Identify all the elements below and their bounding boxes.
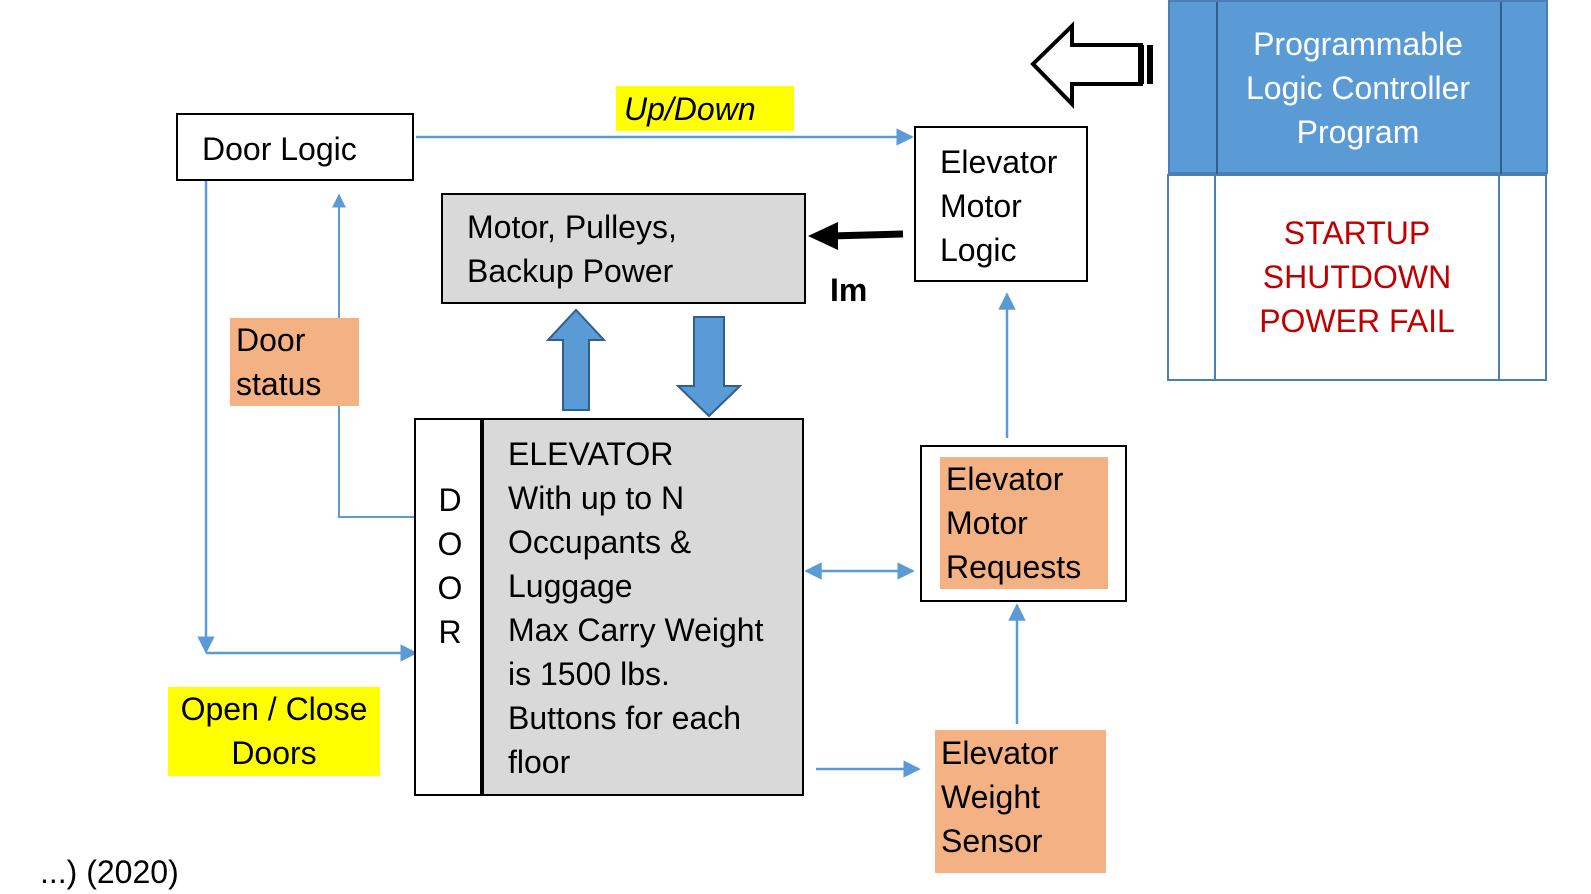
elevator-line-4: Luggage bbox=[508, 568, 633, 604]
motor-requests-line-3: Requests bbox=[946, 549, 1082, 585]
door-panel: D O O R bbox=[414, 418, 482, 796]
plc-program-header: Programmable Logic Controller Program bbox=[1168, 0, 1548, 176]
elevator-line-8: floor bbox=[508, 744, 571, 780]
weight-sensor-line-1: Elevator bbox=[941, 735, 1059, 771]
door-letter-o1: O bbox=[437, 526, 463, 562]
motor-logic-to-motor-arrow bbox=[829, 230, 904, 240]
door-letter-o2: O bbox=[437, 570, 463, 606]
motor-pulleys-line-2: Backup Power bbox=[467, 253, 674, 289]
door-status-arrow bbox=[332, 193, 414, 518]
plc-header-divider-left bbox=[1216, 2, 1218, 176]
motor-logic-line-3: Logic bbox=[940, 232, 1017, 268]
open-close-line-1: Open / Close bbox=[180, 691, 368, 727]
plc-mode-power-fail: POWER FAIL bbox=[1259, 303, 1455, 339]
cut-off-caption-text: ...) (2020) bbox=[40, 854, 179, 890]
plc-header-line-1: Programmable bbox=[1253, 26, 1463, 62]
motor-pulleys-line-1: Motor, Pulleys, bbox=[467, 209, 677, 245]
plc-header-divider-right bbox=[1500, 2, 1502, 176]
block-arrow-down bbox=[675, 316, 743, 418]
motor-requests-line-1: Elevator bbox=[946, 461, 1064, 497]
elevator-line-7: Buttons for each bbox=[508, 700, 742, 736]
door-status-line-2: status bbox=[236, 366, 322, 402]
plc-body-divider-left bbox=[1214, 176, 1216, 379]
cut-off-caption: ...) (2020) bbox=[40, 850, 179, 894]
elevator-motor-logic-box: Elevator Motor Logic bbox=[914, 126, 1088, 282]
motor-pulleys-box: Motor, Pulleys, Backup Power bbox=[441, 193, 806, 304]
door-logic-title: Door Logic bbox=[202, 131, 357, 167]
open-close-line-2: Doors bbox=[231, 735, 317, 771]
plc-header-line-2: Logic Controller bbox=[1245, 70, 1471, 106]
connector-layer bbox=[197, 21, 1153, 778]
motor-logic-line-1: Elevator bbox=[940, 144, 1058, 180]
elevator-line-2: With up to N bbox=[508, 480, 685, 516]
motor-current-label: Im bbox=[830, 268, 867, 312]
up-down-label: Up/Down bbox=[616, 86, 794, 131]
elevator-line-1: ELEVATOR bbox=[508, 436, 674, 472]
motor-logic-line-2: Motor bbox=[940, 188, 1022, 224]
plc-output-hollow-arrow bbox=[1030, 21, 1143, 109]
plc-modes-box: STARTUP SHUTDOWN POWER FAIL bbox=[1167, 174, 1547, 381]
motor-requests-box: Elevator Motor Requests bbox=[940, 457, 1108, 589]
elevator-line-5: Max Carry Weight bbox=[508, 612, 764, 648]
plc-mode-shutdown: SHUTDOWN bbox=[1262, 259, 1452, 295]
door-status-label: Door status bbox=[230, 318, 359, 406]
motor-requests-line-2: Motor bbox=[946, 505, 1028, 541]
door-letter-d: D bbox=[438, 482, 462, 518]
up-down-text: Up/Down bbox=[624, 91, 756, 127]
elevator-line-3: Occupants & bbox=[508, 524, 692, 560]
im-text: Im bbox=[830, 272, 868, 308]
weight-sensor-line-3: Sensor bbox=[941, 823, 1043, 859]
door-logic-box: Door Logic bbox=[176, 113, 414, 181]
door-letter-r: R bbox=[438, 614, 462, 650]
elevator-car-box: ELEVATOR With up to N Occupants & Luggag… bbox=[482, 418, 804, 796]
plc-mode-startup: STARTUP bbox=[1283, 215, 1431, 251]
plc-header-line-3: Program bbox=[1296, 114, 1420, 150]
weight-sensor-line-2: Weight bbox=[941, 779, 1041, 815]
plc-arrow-tail-bar bbox=[1138, 45, 1144, 84]
open-close-doors-label: Open / Close Doors bbox=[168, 687, 380, 776]
plc-arrow-tail-bar-2 bbox=[1147, 45, 1153, 84]
plc-body-divider-right bbox=[1498, 176, 1500, 379]
elevator-line-6: is 1500 lbs. bbox=[508, 656, 670, 692]
door-status-line-1: Door bbox=[236, 322, 306, 358]
weight-sensor-box: Elevator Weight Sensor bbox=[935, 730, 1106, 873]
motor-logic-arrowhead bbox=[808, 222, 838, 250]
elevator-control-diagram: Door Logic Motor, Pulleys, Backup Power … bbox=[40, 0, 1548, 890]
block-arrow-up bbox=[545, 308, 607, 411]
